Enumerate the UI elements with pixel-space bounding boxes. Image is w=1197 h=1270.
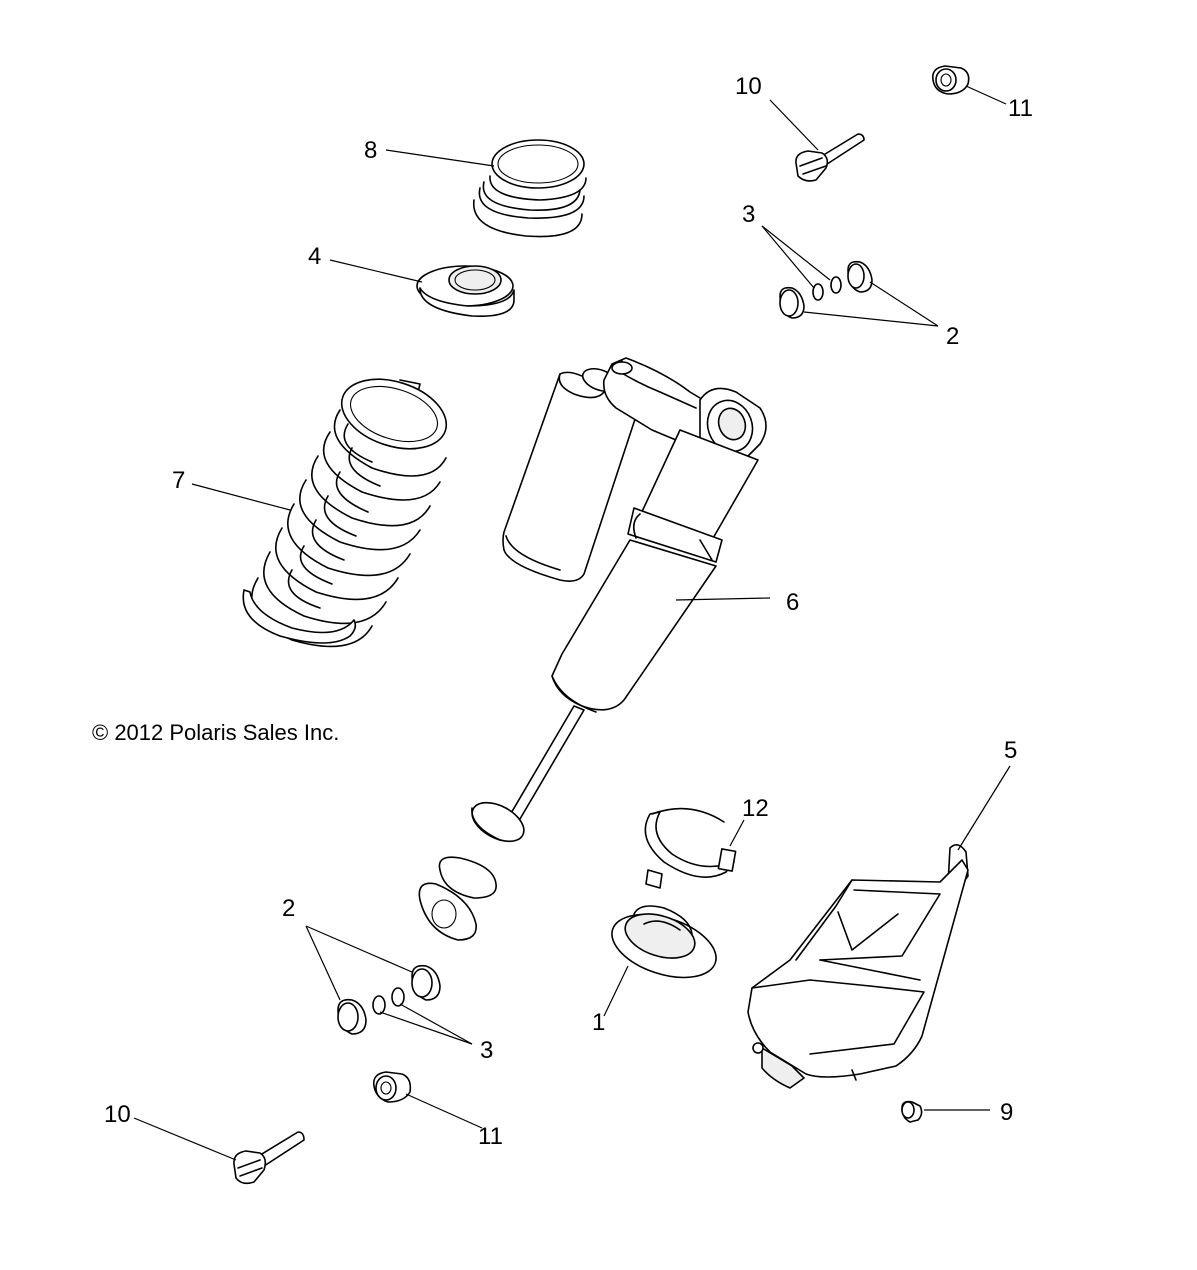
part-5-shock-cover xyxy=(747,844,969,1089)
part-1-lower-seat xyxy=(611,905,717,979)
callout-7: 7 xyxy=(172,467,185,494)
callout-11-top: 11 xyxy=(1008,95,1033,122)
part-12-clip xyxy=(644,807,737,889)
callout-10-top: 10 xyxy=(735,73,762,100)
callout-1: 1 xyxy=(592,1009,605,1036)
callout-3-top: 3 xyxy=(742,201,755,228)
part-2-3-bushings-bottom xyxy=(337,964,441,1035)
part-10-bolt-bottom xyxy=(233,1131,305,1185)
part-9-screw xyxy=(901,1100,923,1123)
leader-lines xyxy=(133,85,1011,1161)
part-11-nut-bottom xyxy=(372,1071,412,1103)
part-8-spring-small xyxy=(473,139,587,238)
callout-11-bottom: 11 xyxy=(478,1123,503,1150)
part-6-shock-absorber xyxy=(418,357,767,941)
callout-labels: 10 11 8 3 4 2 7 6 © 2012 Polaris Sales I… xyxy=(92,73,1033,1150)
copyright-text: © 2012 Polaris Sales Inc. xyxy=(92,720,339,745)
callout-8: 8 xyxy=(364,137,377,164)
part-11-nut-top xyxy=(931,65,970,95)
part-10-bolt-top xyxy=(795,133,865,182)
callout-2-bottom: 2 xyxy=(282,895,295,922)
part-2-3-bushings-top xyxy=(779,260,873,319)
callout-4: 4 xyxy=(308,243,321,270)
callout-3-bottom: 3 xyxy=(480,1037,493,1064)
part-7-coil-spring xyxy=(242,378,448,648)
callout-2-top: 2 xyxy=(946,323,959,350)
callout-9: 9 xyxy=(1000,1099,1013,1126)
callout-6: 6 xyxy=(786,589,799,616)
callout-12: 12 xyxy=(742,795,769,822)
part-4-spring-seat xyxy=(416,265,515,317)
callout-5: 5 xyxy=(1004,737,1017,764)
callout-10-bottom: 10 xyxy=(104,1101,131,1128)
